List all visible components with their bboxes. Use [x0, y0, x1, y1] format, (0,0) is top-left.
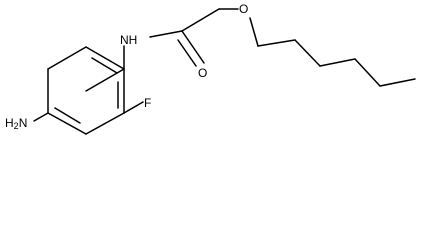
- nh-label: NH: [120, 33, 137, 47]
- c-f-bond: [123, 101, 144, 114]
- hexyl-chain-bond: [294, 39, 321, 67]
- atom-labels: NH O O F H2N: [5, 2, 248, 131]
- ring-bond: [47, 46, 87, 70]
- ring-inner-double-bond: [54, 107, 81, 124]
- carbonyl-oxygen-label: O: [198, 66, 207, 80]
- ether-oxygen-label: O: [239, 2, 248, 16]
- amino-h-label: H: [5, 116, 14, 130]
- ring-bond: [47, 112, 87, 135]
- carbonyl-double-bond: [181, 30, 205, 64]
- nh-carbonyl-bond: [149, 30, 183, 38]
- ether-chain-bond: [249, 17, 259, 47]
- molecule-structure: NH O O F H2N: [5, 2, 416, 135]
- hexyl-chain-bond: [354, 58, 381, 87]
- fluorine-label: F: [144, 96, 151, 110]
- hexyl-chain-bond: [379, 78, 416, 87]
- molecule-canvas: NH O O F H2N: [5, 2, 416, 135]
- amino-n-label: N: [19, 116, 28, 130]
- hexyl-chain-bond: [319, 58, 356, 67]
- bonds: [33, 8, 416, 135]
- amino-subscript: 2: [14, 121, 19, 131]
- carbonyl-ch2-bond: [181, 8, 220, 32]
- c-nh2-bond: [33, 112, 49, 122]
- ring-bond: [85, 46, 125, 70]
- ring-bond: [85, 112, 125, 135]
- carbonyl-double-bond-inner: [177, 39, 197, 67]
- ring-inner-double-bond: [91, 57, 118, 74]
- hexyl-chain-bond: [257, 39, 296, 47]
- amino-group-label: H2N: [5, 116, 27, 131]
